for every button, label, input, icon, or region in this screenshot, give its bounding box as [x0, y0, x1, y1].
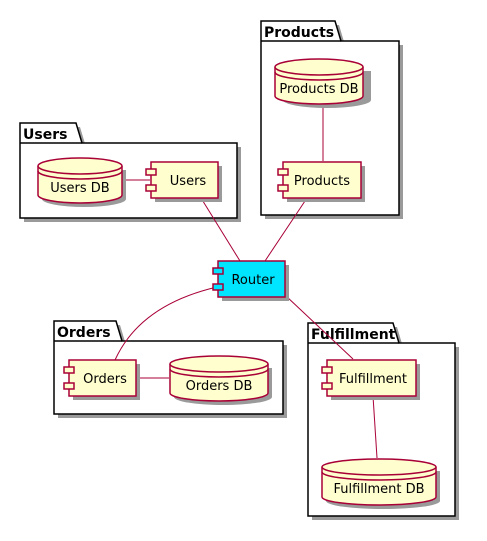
component-fulfillment-label: Fulfillment [339, 372, 407, 387]
component-icon [63, 366, 75, 390]
component-users-label: Users [170, 174, 207, 189]
database-orders-db: Orders DB [169, 355, 272, 405]
database-icon [37, 166, 123, 204]
database-fulfillment-db-label: Fulfillment DB [333, 482, 424, 497]
package-fulfillment-label: Fulfillment [311, 327, 396, 343]
edge-router-orders [114, 286, 218, 361]
component-router: Router [212, 260, 289, 301]
edge-router-fulfillment [285, 295, 354, 360]
component-icon [277, 168, 289, 192]
database-users-db-label: Users DB [50, 181, 109, 196]
component-icon [212, 267, 224, 291]
edge-users-router [200, 197, 241, 262]
component-icon [145, 168, 157, 192]
component-users: Users [145, 161, 222, 202]
database-fulfillment-db: Fulfillment DB [321, 458, 440, 509]
component-products-label: Products [294, 174, 350, 189]
database-icon [321, 467, 437, 506]
database-products-db: Products DB [274, 58, 371, 108]
database-icon [169, 364, 269, 402]
edge-fulfillment-fulfillmentdb [372, 395, 378, 459]
component-products: Products [277, 161, 365, 202]
database-icon [274, 67, 364, 105]
database-products-db-label: Products DB [279, 82, 358, 97]
component-fulfillment: Fulfillment [321, 359, 420, 400]
component-orders: Orders [63, 359, 140, 400]
edges [114, 104, 378, 459]
edge-products-router [264, 197, 308, 262]
database-users-db: Users DB [37, 157, 126, 207]
package-orders-label: Orders [57, 325, 111, 341]
package-users-label: Users [23, 127, 67, 143]
component-router-label: Router [231, 273, 275, 288]
database-orders-db-label: Orders DB [186, 379, 253, 394]
component-icon [321, 366, 333, 390]
package-products-label: Products [264, 25, 334, 41]
component-orders-label: Orders [83, 372, 127, 387]
